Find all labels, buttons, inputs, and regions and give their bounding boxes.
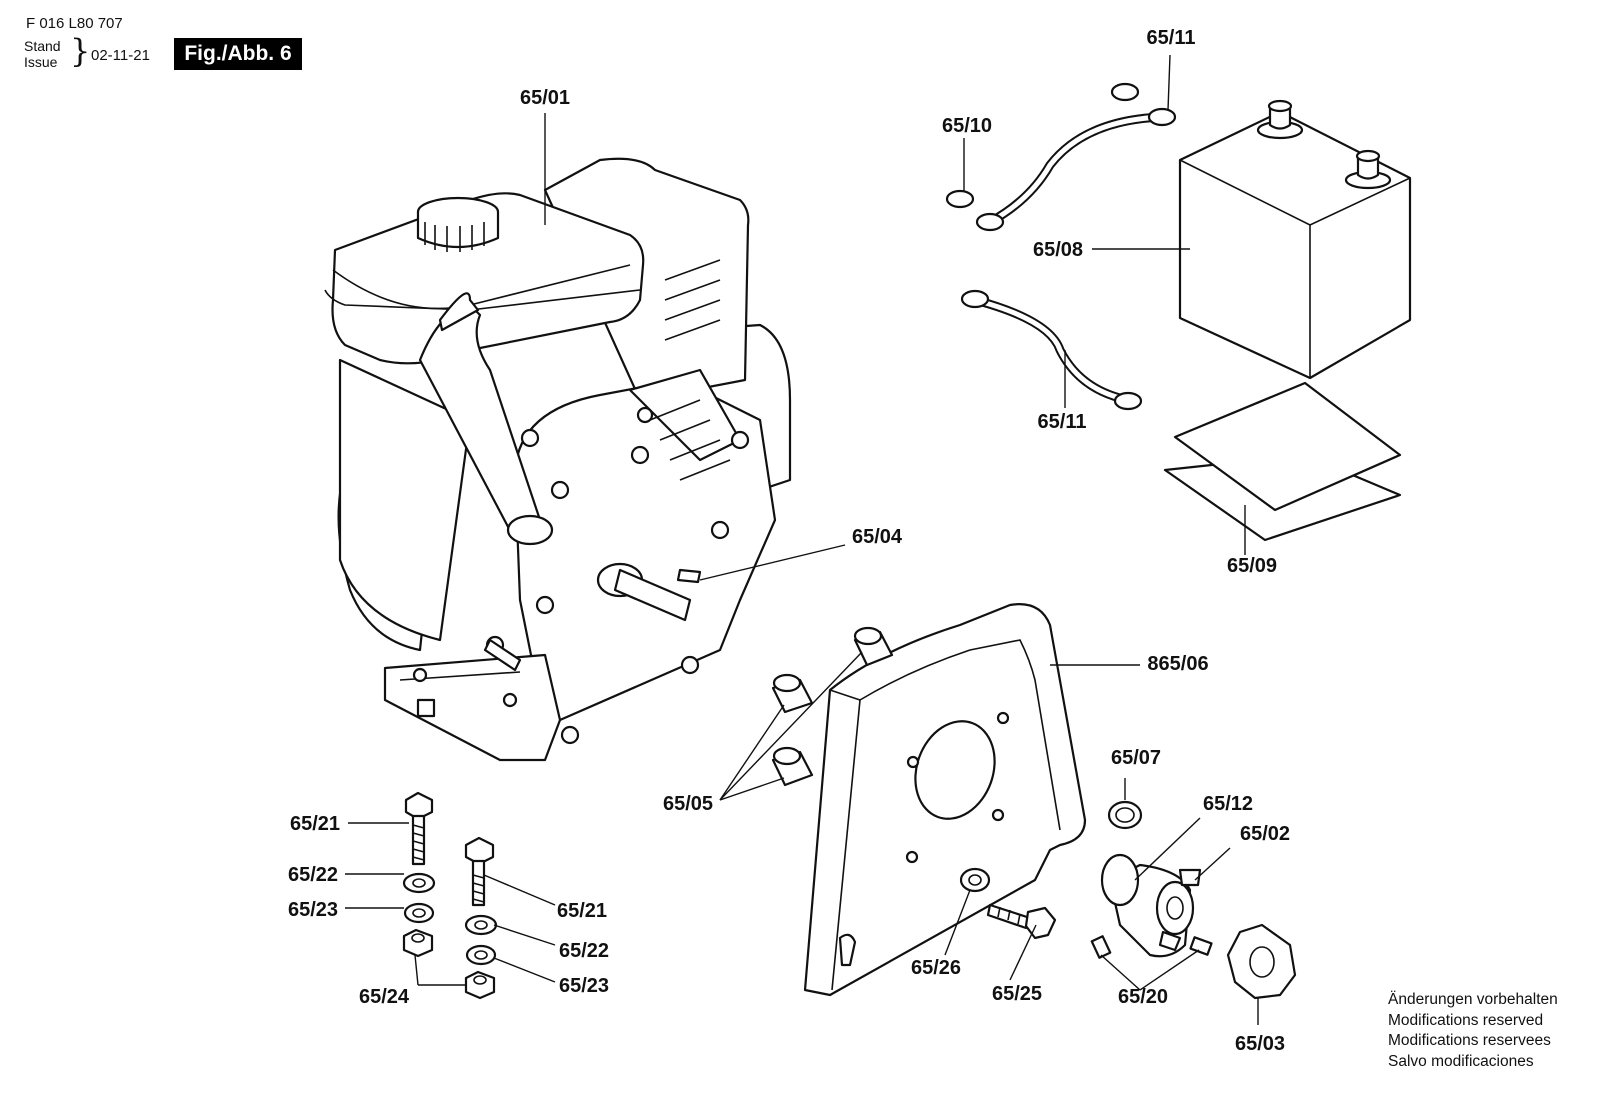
label-65-01: 65/01 bbox=[520, 87, 570, 109]
notice-en: Modifications reserved bbox=[1388, 1011, 1544, 1029]
notice-es: Salvo modificaciones bbox=[1388, 1052, 1534, 1070]
leader-lines bbox=[345, 54, 1259, 1025]
label-65-12: 65/12 bbox=[1203, 793, 1253, 815]
bushing-part bbox=[1107, 800, 1143, 830]
label-65-21-left: 65/21 bbox=[290, 813, 340, 835]
castle-nut-part bbox=[1226, 923, 1297, 1000]
label-65-10: 65/10 bbox=[942, 115, 992, 137]
modifications-notice: Änderungen vorbehalten Modifications res… bbox=[1388, 990, 1558, 1072]
label-65-20: 65/20 bbox=[1118, 986, 1168, 1008]
label-65-22-right: 65/22 bbox=[559, 940, 609, 962]
label-65-22-left: 65/22 bbox=[288, 864, 338, 886]
brace-glyph: } bbox=[70, 32, 91, 70]
label-65-02: 65/02 bbox=[1240, 823, 1290, 845]
label-65-24: 65/24 bbox=[359, 986, 410, 1008]
notice-fr: Modifications reservees bbox=[1388, 1032, 1551, 1049]
label-65-25: 65/25 bbox=[992, 983, 1042, 1005]
label-65-26: 65/26 bbox=[911, 957, 961, 979]
battery-pad-part bbox=[1163, 381, 1402, 542]
figure-number: Fig./Abb. 6 bbox=[174, 38, 302, 70]
notice-de: Änderungen vorbehalten bbox=[1388, 991, 1558, 1008]
label-65-08: 65/08 bbox=[1033, 239, 1083, 261]
document-code: F 016 L80 707 bbox=[26, 15, 123, 32]
guard-plate-part bbox=[803, 603, 1087, 997]
washer-part bbox=[959, 867, 991, 893]
label-65-23-left: 65/23 bbox=[288, 899, 338, 921]
label-65-03: 65/03 bbox=[1235, 1033, 1285, 1055]
label-865-06: 865/06 bbox=[1147, 653, 1208, 675]
label-65-23-right: 65/23 bbox=[559, 975, 609, 997]
label-65-04: 65/04 bbox=[852, 526, 903, 548]
label-65-07: 65/07 bbox=[1111, 747, 1161, 769]
engine-part bbox=[324, 157, 792, 762]
stand-label: Stand bbox=[24, 38, 61, 54]
bolt-part bbox=[986, 903, 1057, 940]
set-screw-part bbox=[1090, 935, 1213, 959]
label-65-21-right: 65/21 bbox=[557, 900, 607, 922]
label-65-11-mid: 65/11 bbox=[1038, 411, 1087, 433]
issue-label: Issue bbox=[24, 54, 58, 70]
issue-date: 02-11-21 bbox=[91, 47, 150, 64]
label-65-11-top: 65/11 bbox=[1147, 27, 1196, 49]
battery-cable-part bbox=[945, 82, 1177, 411]
hardware-part bbox=[402, 791, 498, 1000]
stand-issue-label: Stand Issue bbox=[24, 38, 61, 70]
spacer-part bbox=[771, 626, 894, 787]
drive-hub-part bbox=[1100, 853, 1202, 958]
label-65-05: 65/05 bbox=[663, 793, 713, 815]
label-65-09: 65/09 bbox=[1227, 555, 1277, 577]
battery-part bbox=[1178, 99, 1412, 380]
